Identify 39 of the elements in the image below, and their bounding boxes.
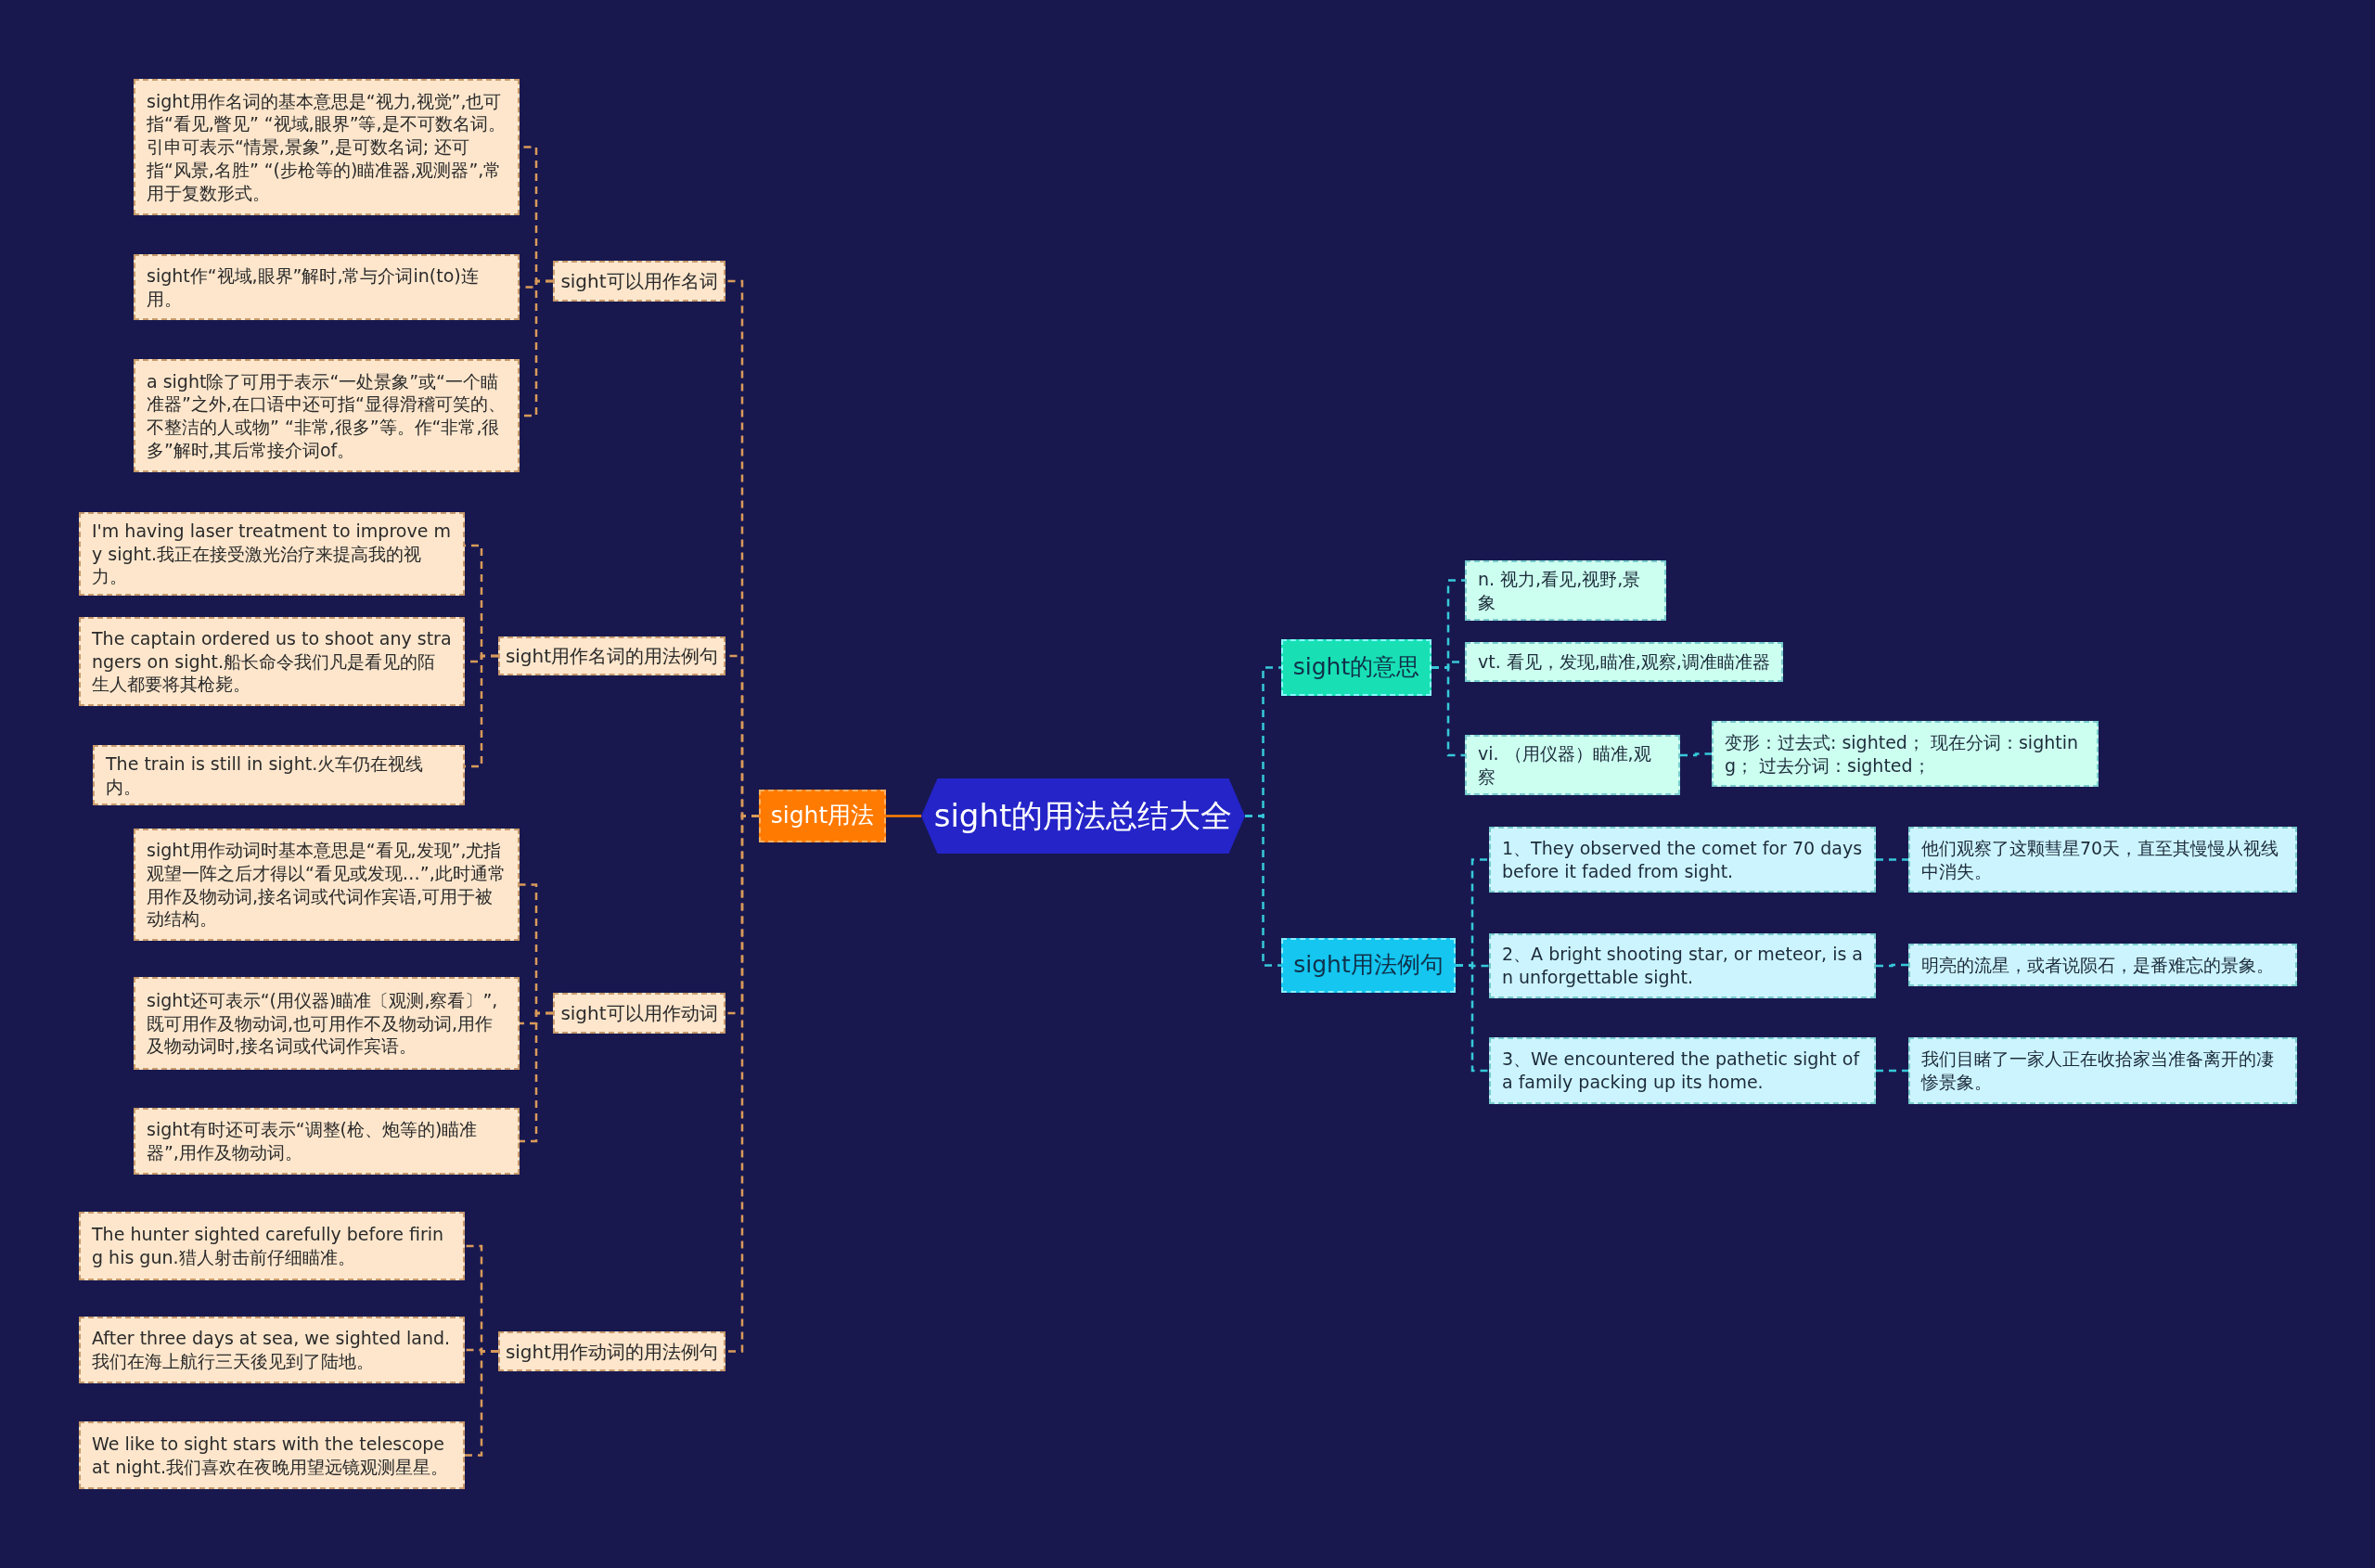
note-box: 他们观察了这颗彗星70天，直至其慢慢从视线中消失。 [1908, 827, 2297, 893]
note-box: sight有时还可表示“调整(枪、炮等的)瞄准器”,用作及物动词。 [134, 1108, 520, 1175]
note-box: 变形：过去式: sighted； 现在分词：sighting； 过去分词：sighted； [1712, 721, 2099, 787]
branch-topic-box: sight的意思 [1281, 639, 1431, 696]
note-box: vi. （用仪器）瞄准,观察 [1465, 735, 1680, 796]
note-box: The hunter sighted carefully before firing his gun.猎人射击前仔细瞄准。 [79, 1212, 465, 1280]
note-box: We like to sight stars with the telescope at night.我们喜欢在夜晚用望远镜观测星星。 [79, 1421, 465, 1489]
note-box: sight作“视域,眼界”解时,常与介词in(to)连用。 [134, 254, 520, 320]
note-box: n. 视力,看见,视野,景象 [1465, 560, 1666, 622]
note-box: After three days at sea, we sighted land.我们在海上航行三天後见到了陆地。 [79, 1317, 465, 1383]
connector-line [1456, 964, 1489, 1073]
note-box: The captain ordered us to shoot any strangers on sight.船长命令我们凡是看见的陌生人都要将其枪毙。 [79, 617, 465, 706]
note-box: sight还可表示“(用仪器)瞄准〔观测,察看〕”,既可用作及物动词,也可用作不及物动词,用作及物动词时,接名词或代词作宾语。 [134, 977, 520, 1070]
connector-line [1680, 752, 1712, 757]
note-box: 2、A bright shooting star, or meteor, is an unforgettable sight. [1489, 933, 1876, 998]
note-box: 我们目睹了一家人正在收拾家当准备离开的凄惨景象。 [1908, 1037, 2297, 1104]
note-box: The train is still in sight.火车仍在视线内。 [93, 745, 465, 806]
connector-line [1245, 815, 1281, 967]
connector-line [1431, 666, 1465, 757]
subtopic-box: sight可以用作名词 [553, 261, 725, 302]
subtopic-box: sight用作动词的用法例句 [498, 1331, 725, 1371]
note-box: sight用作名词的基本意思是“视力,视觉”,也可指“看见,瞥见” “视域,眼界”等,是不可数名词。引申可表示“情景,景象”,是可数名词; 还可指“风景,名胜” “(步枪等的)瞄准器,观测器”,常用于复数形式。 [134, 79, 520, 215]
note-box: 明亮的流星，或者说陨石，是番难忘的景象。 [1908, 944, 2297, 986]
subtopic-box: sight用作名词的用法例句 [498, 636, 725, 675]
connector-line [1876, 1069, 1908, 1073]
connector-line [1876, 963, 1908, 968]
connector-line [520, 1011, 553, 1143]
note-box: 3、We encountered the pathetic sight of a family packing up its home. [1489, 1037, 1876, 1104]
connector-line [465, 1350, 498, 1457]
subtopic-box: sight可以用作动词 [553, 993, 725, 1034]
note-box: 1、They observed the comet for 70 days before it faded from sight. [1489, 827, 1876, 893]
note-box: vt. 看见，发现,瞄准,观察,调准瞄准器 [1465, 642, 1783, 682]
branch-topic-box: sight用法 [759, 790, 886, 842]
branch-topic-box: sight用法例句 [1281, 938, 1456, 993]
connector-line [1876, 858, 1908, 861]
note-box: I'm having laser treatment to improve my sight.我正在接受激光治疗来提高我的视力。 [79, 512, 465, 597]
connector-line [886, 815, 921, 817]
note-box: a sight除了可用于表示“一处景象”或“一个瞄准器”之外,在口语中还可指“显得滑稽可笑的、不整洁的人或物” “非常,很多”等。作“非常,很多”解时,其后常接介词of。 [134, 359, 520, 472]
note-box: sight用作动词时基本意思是“看见,发现”,尤指观望一阵之后才得以“看见或发现…”,此时通常用作及物动词,接名词或代词作宾语,可用于被动结构。 [134, 829, 520, 941]
